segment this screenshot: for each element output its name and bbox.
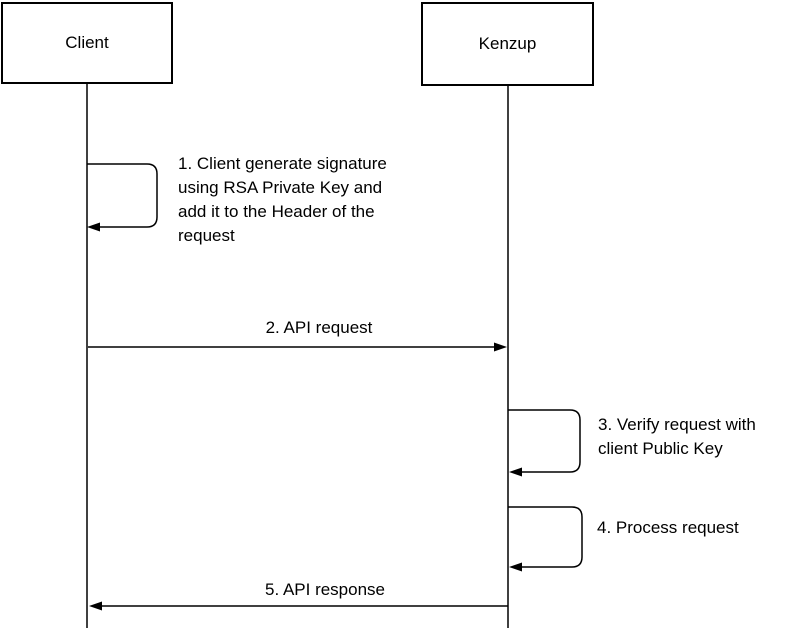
self-message-1-arrowhead-icon — [87, 222, 100, 232]
actor-label-client: Client — [65, 33, 109, 52]
self-message-3-arrowhead-icon — [509, 467, 522, 477]
self-message-1-path — [87, 163, 158, 228]
actor-box-kenzup: Kenzup — [421, 2, 594, 86]
message-5-arrowhead-icon — [89, 601, 102, 611]
message-2-arrowhead-icon — [494, 342, 507, 352]
message-3-label: 3. Verify request with client Public Key — [598, 415, 756, 458]
message-4-label: 4. Process request — [597, 518, 739, 537]
self-message-4-path — [508, 506, 583, 568]
message-5-label: 5. API response — [264, 580, 386, 599]
self-message-4-arrowhead-icon — [509, 562, 522, 572]
actor-box-client: Client — [1, 2, 173, 84]
message-1-label: 1. Client generate signature using RSA P… — [178, 154, 387, 245]
self-message-3-path — [508, 409, 581, 473]
actor-label-kenzup: Kenzup — [478, 34, 537, 53]
message-2-label: 2. API request — [265, 318, 373, 337]
